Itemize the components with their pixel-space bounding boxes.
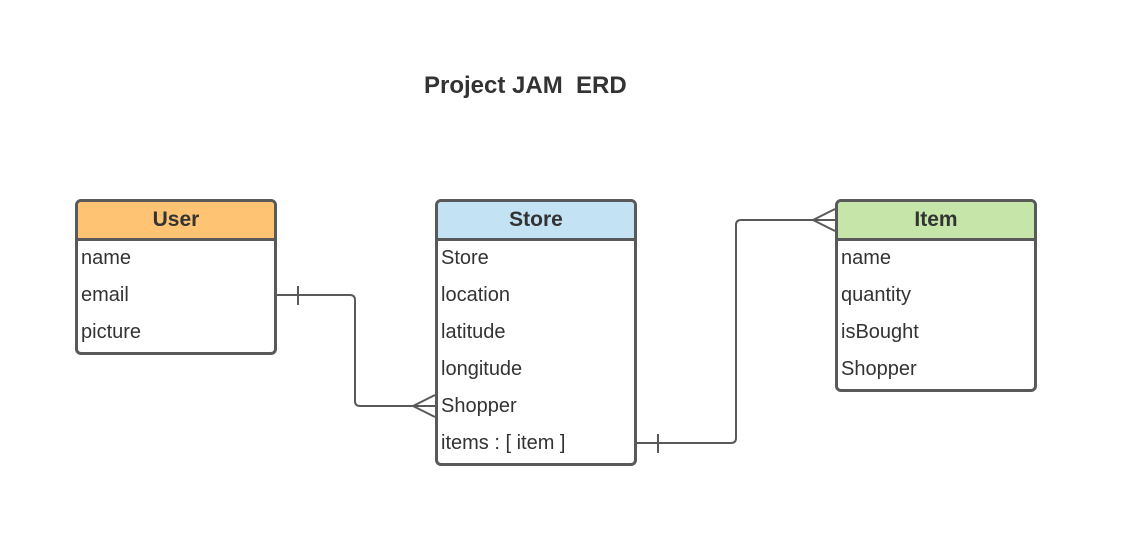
- user-store-relationship[interactable]: [277, 286, 436, 418]
- item-field-quantity: quantity: [841, 284, 912, 306]
- item-field-shopper: Shopper: [841, 358, 917, 380]
- store-field-shopper: Shopper: [441, 395, 517, 417]
- crowfoot-many-mark: [412, 394, 436, 418]
- crowfoot-many-mark: [812, 208, 836, 232]
- store-field-items: items : [ item ]: [441, 432, 566, 454]
- user-field-email: email: [81, 284, 129, 306]
- item-field-isbought: isBought: [841, 321, 919, 343]
- user-entity-header: User: [78, 202, 274, 241]
- store-field-latitude: latitude: [441, 321, 506, 343]
- user-entity[interactable]: User name email picture: [75, 199, 277, 355]
- user-store-connector-line: [277, 294, 435, 407]
- store-field-location: location: [441, 284, 510, 306]
- store-entity-header: Store: [438, 202, 634, 241]
- store-field-longitude: longitude: [441, 358, 523, 380]
- user-field-name: name: [81, 247, 132, 269]
- user-field-picture: picture: [81, 321, 142, 343]
- store-entity[interactable]: Store Store location latitude longitude …: [435, 199, 637, 466]
- item-entity[interactable]: Item name quantity isBought Shopper: [835, 199, 1037, 392]
- item-entity-header: Item: [838, 202, 1034, 241]
- item-field-name: name: [841, 247, 892, 269]
- diagram-title: Project JAM ERD: [424, 72, 627, 99]
- store-item-connector-line: [636, 219, 835, 444]
- store-field-store: Store: [441, 247, 489, 269]
- store-item-relationship[interactable]: [636, 208, 836, 453]
